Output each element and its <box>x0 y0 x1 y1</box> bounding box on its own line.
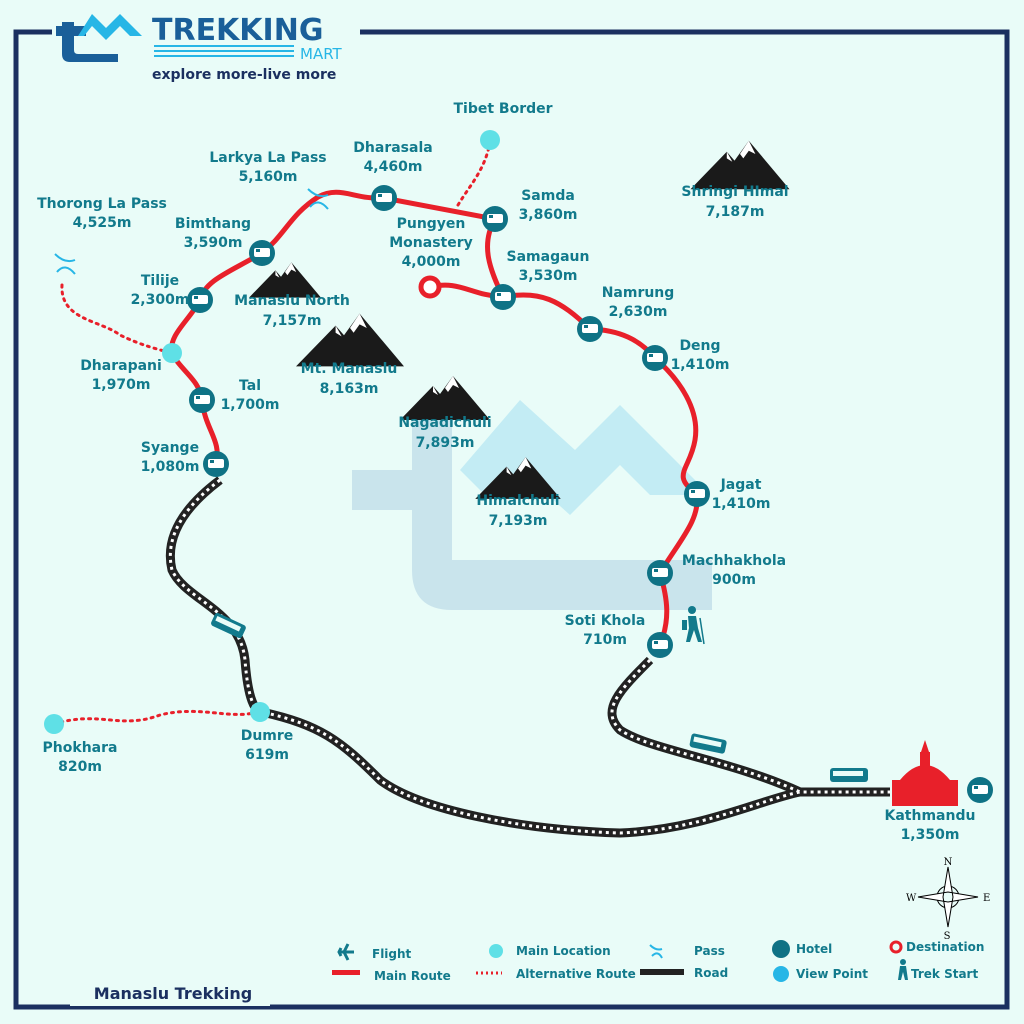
title-gap <box>70 980 270 1006</box>
brand-tagline: explore more-live more <box>152 67 336 83</box>
view-point-icon <box>773 966 789 982</box>
legend-label: View Point <box>796 967 868 981</box>
mountain-peak-icon <box>249 262 321 298</box>
pass-marker[interactable] <box>307 188 329 210</box>
compass-south: S <box>944 931 951 942</box>
hotel-marker[interactable] <box>371 185 397 211</box>
hotel-marker[interactable] <box>647 632 673 658</box>
main-location-marker[interactable] <box>480 130 500 150</box>
compass-east: E <box>983 893 990 904</box>
hotel-marker[interactable] <box>684 481 710 507</box>
compass-north: N <box>944 857 953 868</box>
hotel-marker[interactable] <box>189 387 215 413</box>
trek-start-icon <box>682 606 705 645</box>
logo: TREKKING MART explore more-live more <box>56 13 343 83</box>
hotel-marker[interactable] <box>642 345 668 371</box>
compass-rose: N E S W <box>906 857 990 942</box>
legend-label: Main Location <box>516 944 611 958</box>
main-route-line <box>332 970 360 975</box>
compass-west: W <box>906 893 917 904</box>
location-label: Tibet Border <box>453 101 552 117</box>
hotel-marker[interactable] <box>482 206 508 232</box>
map-title: Manaslu Trekking <box>94 984 252 1003</box>
flight-icon <box>337 943 354 961</box>
hotel-marker[interactable] <box>490 284 516 310</box>
legend-label: Trek Start <box>911 967 978 981</box>
main-location-marker[interactable] <box>44 714 64 734</box>
main-location-dot <box>489 944 503 958</box>
legend: Flight Main Route Main Location Alternat… <box>332 940 984 983</box>
bus-icons <box>211 612 868 782</box>
legend-label: Alternative Route <box>516 967 636 981</box>
legend-label: Destination <box>906 940 984 954</box>
peaks-layer <box>249 140 790 499</box>
hotel-marker[interactable] <box>647 560 673 586</box>
legend-label: Pass <box>694 944 725 958</box>
hotel-marker[interactable] <box>203 451 229 477</box>
destination-icon <box>889 940 903 954</box>
markers-layer <box>44 130 993 803</box>
hotel-icon <box>772 940 790 958</box>
mountain-peak-icon <box>475 457 561 499</box>
kathmandu-stupa-icon <box>892 740 958 806</box>
pass-icon <box>649 944 663 959</box>
main-location-marker[interactable] <box>250 702 270 722</box>
hotel-marker[interactable] <box>967 777 993 803</box>
watermark-logo <box>352 400 712 610</box>
brand-name: TREKKING <box>152 13 323 48</box>
road <box>165 476 890 838</box>
mountain-peak-icon <box>296 313 404 367</box>
bus-icon <box>211 612 246 639</box>
map-frame <box>13 29 1010 1010</box>
hotel-marker[interactable] <box>187 287 213 313</box>
road-line <box>640 969 684 975</box>
mountain-peak-icon <box>400 376 490 420</box>
legend-label: Main Route <box>374 969 451 983</box>
main-location-marker[interactable] <box>162 343 182 363</box>
pass-marker[interactable] <box>54 253 76 275</box>
hotel-marker[interactable] <box>249 240 275 266</box>
legend-label: Flight <box>372 947 412 961</box>
hotel-marker[interactable] <box>577 316 603 342</box>
mountain-peak-icon <box>690 140 790 190</box>
trek-start-legend-icon <box>898 959 908 980</box>
destination-marker[interactable] <box>418 275 442 299</box>
legend-label: Hotel <box>796 942 832 956</box>
bus-icon <box>830 768 868 782</box>
brand-sub: MART <box>300 45 343 63</box>
bus-icon <box>689 733 727 754</box>
legend-label: Road <box>694 966 728 980</box>
